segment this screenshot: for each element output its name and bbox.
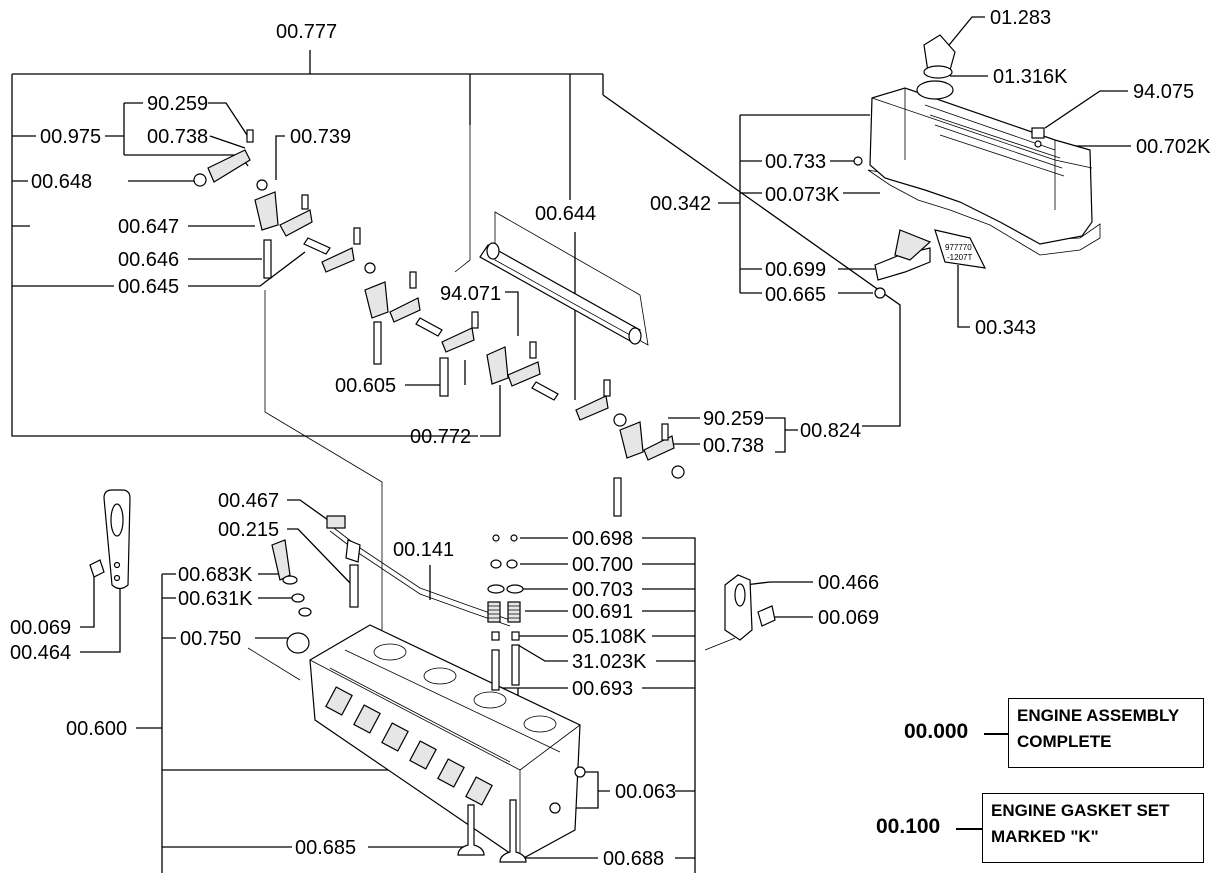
valve-cover-parts: 977770 -1207T — [853, 34, 1101, 299]
callout-00698: 00.698 — [572, 528, 633, 550]
callout-94071: 94.071 — [440, 283, 501, 305]
valve-cover-callouts: 01.283 01.316K 94.075 00.702K 00.733 00.… — [650, 7, 1211, 339]
callout-05108k: 05.108K — [572, 626, 647, 648]
callout-94075: 94.075 — [1133, 81, 1194, 103]
legend-box-assembly: ENGINE ASSEMBLY COMPLETE — [1008, 698, 1204, 768]
callout-00691: 00.691 — [572, 601, 633, 623]
legend-text-gasket-1: ENGINE GASKET SET — [991, 801, 1170, 820]
legend-leader-gasket — [956, 828, 982, 830]
callout-01283: 01.283 — [990, 7, 1051, 29]
callout-00693: 00.693 — [572, 678, 633, 700]
legend-box-gasket: ENGINE GASKET SET MARKED "K" — [982, 793, 1204, 863]
callout-00702k: 00.702K — [1136, 136, 1211, 158]
legend-code-assembly: 00.000 — [904, 720, 969, 743]
head-ports — [325, 686, 493, 806]
callout-00466: 00.466 — [818, 572, 879, 594]
rocker-shaft-parts — [193, 129, 685, 517]
rocker-unit-4 — [613, 421, 685, 517]
callout-00750: 00.750 — [180, 628, 241, 650]
callout-90259-right: 90.259 — [703, 408, 764, 430]
adjuster-screws — [246, 129, 669, 441]
callout-00631k: 00.631K — [178, 588, 253, 610]
head-top-pockets — [373, 643, 557, 733]
callout-01316k: 01.316K — [993, 66, 1068, 88]
legend-text-assembly-2: COMPLETE — [1017, 732, 1112, 751]
cylinder-head-parts — [89, 489, 776, 863]
rocker-unit-2 — [364, 281, 475, 365]
callout-00683k: 00.683K — [178, 564, 253, 586]
callout-00665: 00.665 — [765, 284, 826, 306]
callout-00141: 00.141 — [393, 539, 454, 561]
callout-31023k: 31.023K — [572, 651, 647, 673]
callout-00738-top: 00.738 — [147, 126, 208, 148]
tube-label-2: -1207T — [947, 253, 972, 262]
valve-springs — [487, 601, 521, 623]
callout-00699: 00.699 — [765, 259, 826, 281]
callout-00645: 00.645 — [118, 276, 179, 298]
callout-00647: 00.647 — [118, 216, 179, 238]
legend-code-gasket: 00.100 — [876, 815, 941, 838]
tube-label-1: 977770 — [945, 243, 972, 252]
callout-00069-right: 00.069 — [818, 607, 879, 629]
callout-00069-left: 00.069 — [10, 617, 71, 639]
legend-text-gasket-2: MARKED "K" — [991, 827, 1099, 846]
cylinder-head-callouts: 00.467 00.215 00.141 00.698 00.700 00.70… — [10, 120, 879, 873]
callout-00648: 00.648 — [31, 171, 92, 193]
callout-00600: 00.600 — [66, 718, 127, 740]
callout-00700: 00.700 — [572, 554, 633, 576]
callout-00772: 00.772 — [410, 426, 471, 448]
callout-00063: 00.063 — [615, 781, 676, 803]
callout-00685: 00.685 — [295, 837, 356, 859]
callout-00644: 00.644 — [535, 203, 596, 225]
legend-leader-assembly — [984, 733, 1008, 735]
callout-00777: 00.777 — [276, 21, 337, 43]
callout-00975: 00.975 — [40, 126, 101, 148]
sealant-tube-icon: 977770 -1207T — [934, 229, 987, 269]
callout-00688: 00.688 — [603, 848, 664, 870]
callout-00824: 00.824 — [800, 420, 861, 442]
rocker-unit-1 — [193, 149, 376, 279]
callout-00467: 00.467 — [218, 490, 279, 512]
callout-00738-right: 00.738 — [703, 435, 764, 457]
legend-text-assembly-1: ENGINE ASSEMBLY — [1017, 706, 1180, 725]
callout-00703: 00.703 — [572, 579, 633, 601]
rocker-assembly-callouts: 00.777 00.975 90.259 00.738 00.739 00.64… — [11, 21, 901, 457]
callout-00464: 00.464 — [10, 642, 71, 664]
callout-00073k: 00.073K — [765, 184, 840, 206]
callout-00739: 00.739 — [290, 126, 351, 148]
callout-90259-top: 90.259 — [147, 93, 208, 115]
callout-00343: 00.343 — [975, 317, 1036, 339]
callout-00605: 00.605 — [335, 375, 396, 397]
callout-00215: 00.215 — [218, 519, 279, 541]
callout-00733: 00.733 — [765, 151, 826, 173]
callout-00342: 00.342 — [650, 193, 711, 215]
rocker-unit-3 — [439, 346, 627, 427]
callout-00646: 00.646 — [118, 249, 179, 271]
